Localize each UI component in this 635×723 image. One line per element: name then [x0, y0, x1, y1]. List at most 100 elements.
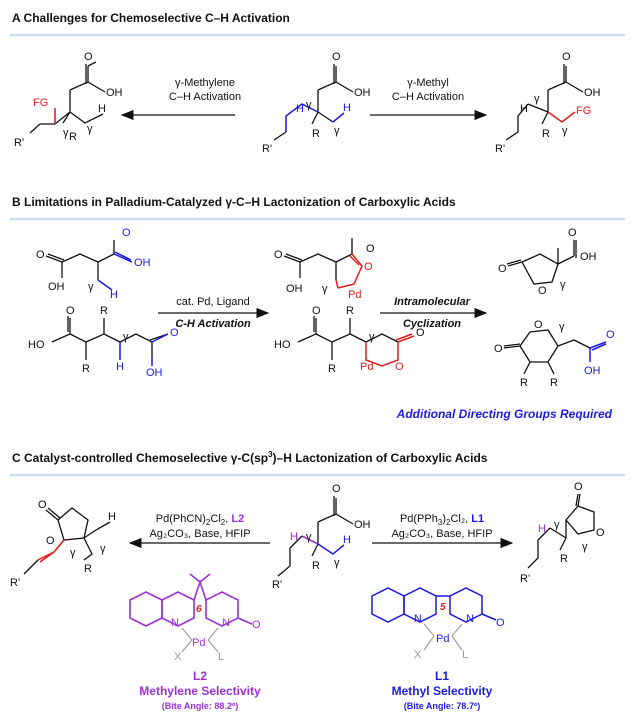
- substrate-b-malonic-type: O OH O OH γ H: [36, 227, 151, 301]
- ligand-l2-bite-angle: (Bite Angle: 88.2º): [162, 701, 238, 711]
- atom-o-blue: O: [122, 227, 131, 239]
- atom-oh-blue: OH: [146, 367, 163, 379]
- atom-gamma: γ: [582, 541, 588, 553]
- atom-pd: Pd: [436, 633, 449, 645]
- cond-c-left-1: Pd(PhCN)2Cl2, L2: [156, 513, 244, 527]
- ligand-l1-bite-angle: (Bite Angle: 78.7º): [404, 701, 480, 711]
- ligand-l1-selectivity: Methyl Selectivity: [392, 684, 493, 698]
- atom-gamma: γ: [306, 99, 312, 111]
- ligand-l2-structure: N N Pd O 6 X L: [129, 573, 261, 663]
- methylene-lactone-product: O O γ R H γ R': [10, 499, 116, 589]
- ring-size-label-l1: 5: [440, 602, 446, 613]
- atom-gamma: γ: [334, 125, 340, 137]
- atom-r: R: [560, 553, 568, 565]
- palladacycle-intermediate-1: O OH O O Pd γ: [274, 238, 375, 301]
- atom-gamma: γ: [559, 321, 565, 333]
- atom-l: L: [462, 649, 468, 661]
- atom-h: H: [520, 103, 528, 115]
- cond-c-right-2: Ag₂CO₃, Base, HFIP: [391, 528, 492, 540]
- atom-oh-blue: OH: [134, 257, 151, 269]
- atom-o: O: [534, 319, 543, 331]
- atom-o: O: [274, 249, 283, 261]
- substrate-carboxylic-acid: O OH H H γ R γ R': [262, 51, 371, 155]
- lactone-product-1: O O O OH γ: [498, 227, 597, 297]
- atom-h-blue: H: [110, 289, 118, 301]
- cond-b-cyclization: Cyclization: [403, 318, 461, 330]
- atom-r: R: [100, 305, 108, 317]
- atom-n: N: [466, 613, 474, 625]
- atom-r: R: [328, 363, 336, 375]
- label-gamma-methylene: γ-Methylene: [175, 77, 235, 89]
- atom-gamma: γ: [534, 93, 540, 105]
- atom-gamma: γ: [369, 331, 375, 343]
- atom-gamma: γ: [88, 281, 94, 293]
- atom-r-prime: R': [14, 137, 24, 149]
- atom-gamma: γ: [63, 127, 69, 139]
- palladacycle-intermediate-2: HO O R R γ Pd O O: [274, 305, 425, 375]
- atom-n: N: [414, 613, 422, 625]
- atom-o: O: [366, 243, 375, 255]
- atom-x: X: [414, 649, 422, 661]
- atom-h-blue: H: [343, 102, 351, 114]
- atom-o: O: [332, 483, 341, 495]
- atom-r-prime: R': [495, 143, 505, 155]
- atom-pd: Pd: [348, 289, 361, 301]
- atom-ho: HO: [28, 339, 45, 351]
- atom-r-prime: R': [520, 573, 530, 585]
- atom-o: O: [332, 51, 341, 63]
- atom-o: O: [596, 527, 605, 539]
- atom-h-purple: H: [538, 523, 546, 535]
- methyl-lactone-product: O O H γ R γ R': [520, 481, 605, 585]
- atom-gamma: γ: [306, 531, 312, 543]
- atom-gamma: γ: [70, 547, 76, 559]
- atom-r: R: [82, 363, 90, 375]
- atom-o: O: [38, 499, 47, 511]
- atom-gamma: γ: [87, 123, 93, 135]
- atom-oh: OH: [106, 87, 123, 99]
- atom-h-blue: H: [116, 361, 124, 373]
- substrate-c: O OH H H γ R γ R': [272, 483, 371, 591]
- product-gamma-methyl-functionalized: O OH FG H γ R γ R': [495, 51, 601, 155]
- ligand-l1-structure: N N Pd O 5 X L: [371, 587, 505, 661]
- atom-h: H: [98, 103, 106, 115]
- atom-n: N: [171, 617, 179, 629]
- atom-oh: OH: [286, 283, 303, 295]
- ligand-l1-name: L1: [435, 669, 449, 683]
- ligand-l2-selectivity: Methylene Selectivity: [139, 684, 261, 698]
- atom-h-blue: H: [343, 534, 351, 546]
- atom-gamma: γ: [322, 283, 328, 295]
- ligand-l2-name: L2: [193, 669, 207, 683]
- label-ch-activation-left: C–H Activation: [169, 91, 241, 103]
- atom-l: L: [218, 651, 224, 663]
- atom-oh: OH: [48, 281, 65, 293]
- cond-c-right-1: Pd(PPh3)2Cl₂, L1: [400, 513, 484, 527]
- atom-gamma: γ: [560, 279, 566, 291]
- atom-r: R: [312, 128, 320, 140]
- cond-b-catalyst: cat. Pd, Ligand: [176, 296, 249, 308]
- atom-o: O: [252, 619, 261, 631]
- atom-oh: OH: [580, 251, 597, 263]
- atom-x: X: [174, 651, 182, 663]
- atom-o: O: [84, 51, 93, 63]
- label-ch-activation-right: C–H Activation: [392, 91, 464, 103]
- atom-o-red: O: [364, 261, 373, 273]
- atom-o: O: [574, 481, 583, 493]
- atom-gamma: γ: [123, 331, 129, 343]
- directing-groups-note: Additional Directing Groups Required: [396, 407, 613, 421]
- atom-oh: OH: [584, 87, 601, 99]
- lactone-product-2: O O γ R R O OH: [494, 319, 615, 389]
- atom-o: O: [562, 51, 571, 63]
- product-gamma-methylene-functionalized: O OH FG γ R γ H R': [14, 51, 123, 149]
- atom-r: R: [312, 560, 320, 572]
- atom-gamma: γ: [562, 125, 568, 137]
- atom-h: H: [108, 511, 116, 523]
- atom-r: R: [346, 305, 354, 317]
- cond-c-left-2: Ag₂CO₃, Base, HFIP: [149, 528, 250, 540]
- atom-r: R: [550, 377, 558, 389]
- atom-o: O: [312, 305, 321, 317]
- atom-r-prime: R': [10, 577, 20, 589]
- label-gamma-methyl: γ-Methyl: [407, 77, 449, 89]
- atom-r-prime: R': [272, 579, 282, 591]
- atom-o: O: [66, 305, 75, 317]
